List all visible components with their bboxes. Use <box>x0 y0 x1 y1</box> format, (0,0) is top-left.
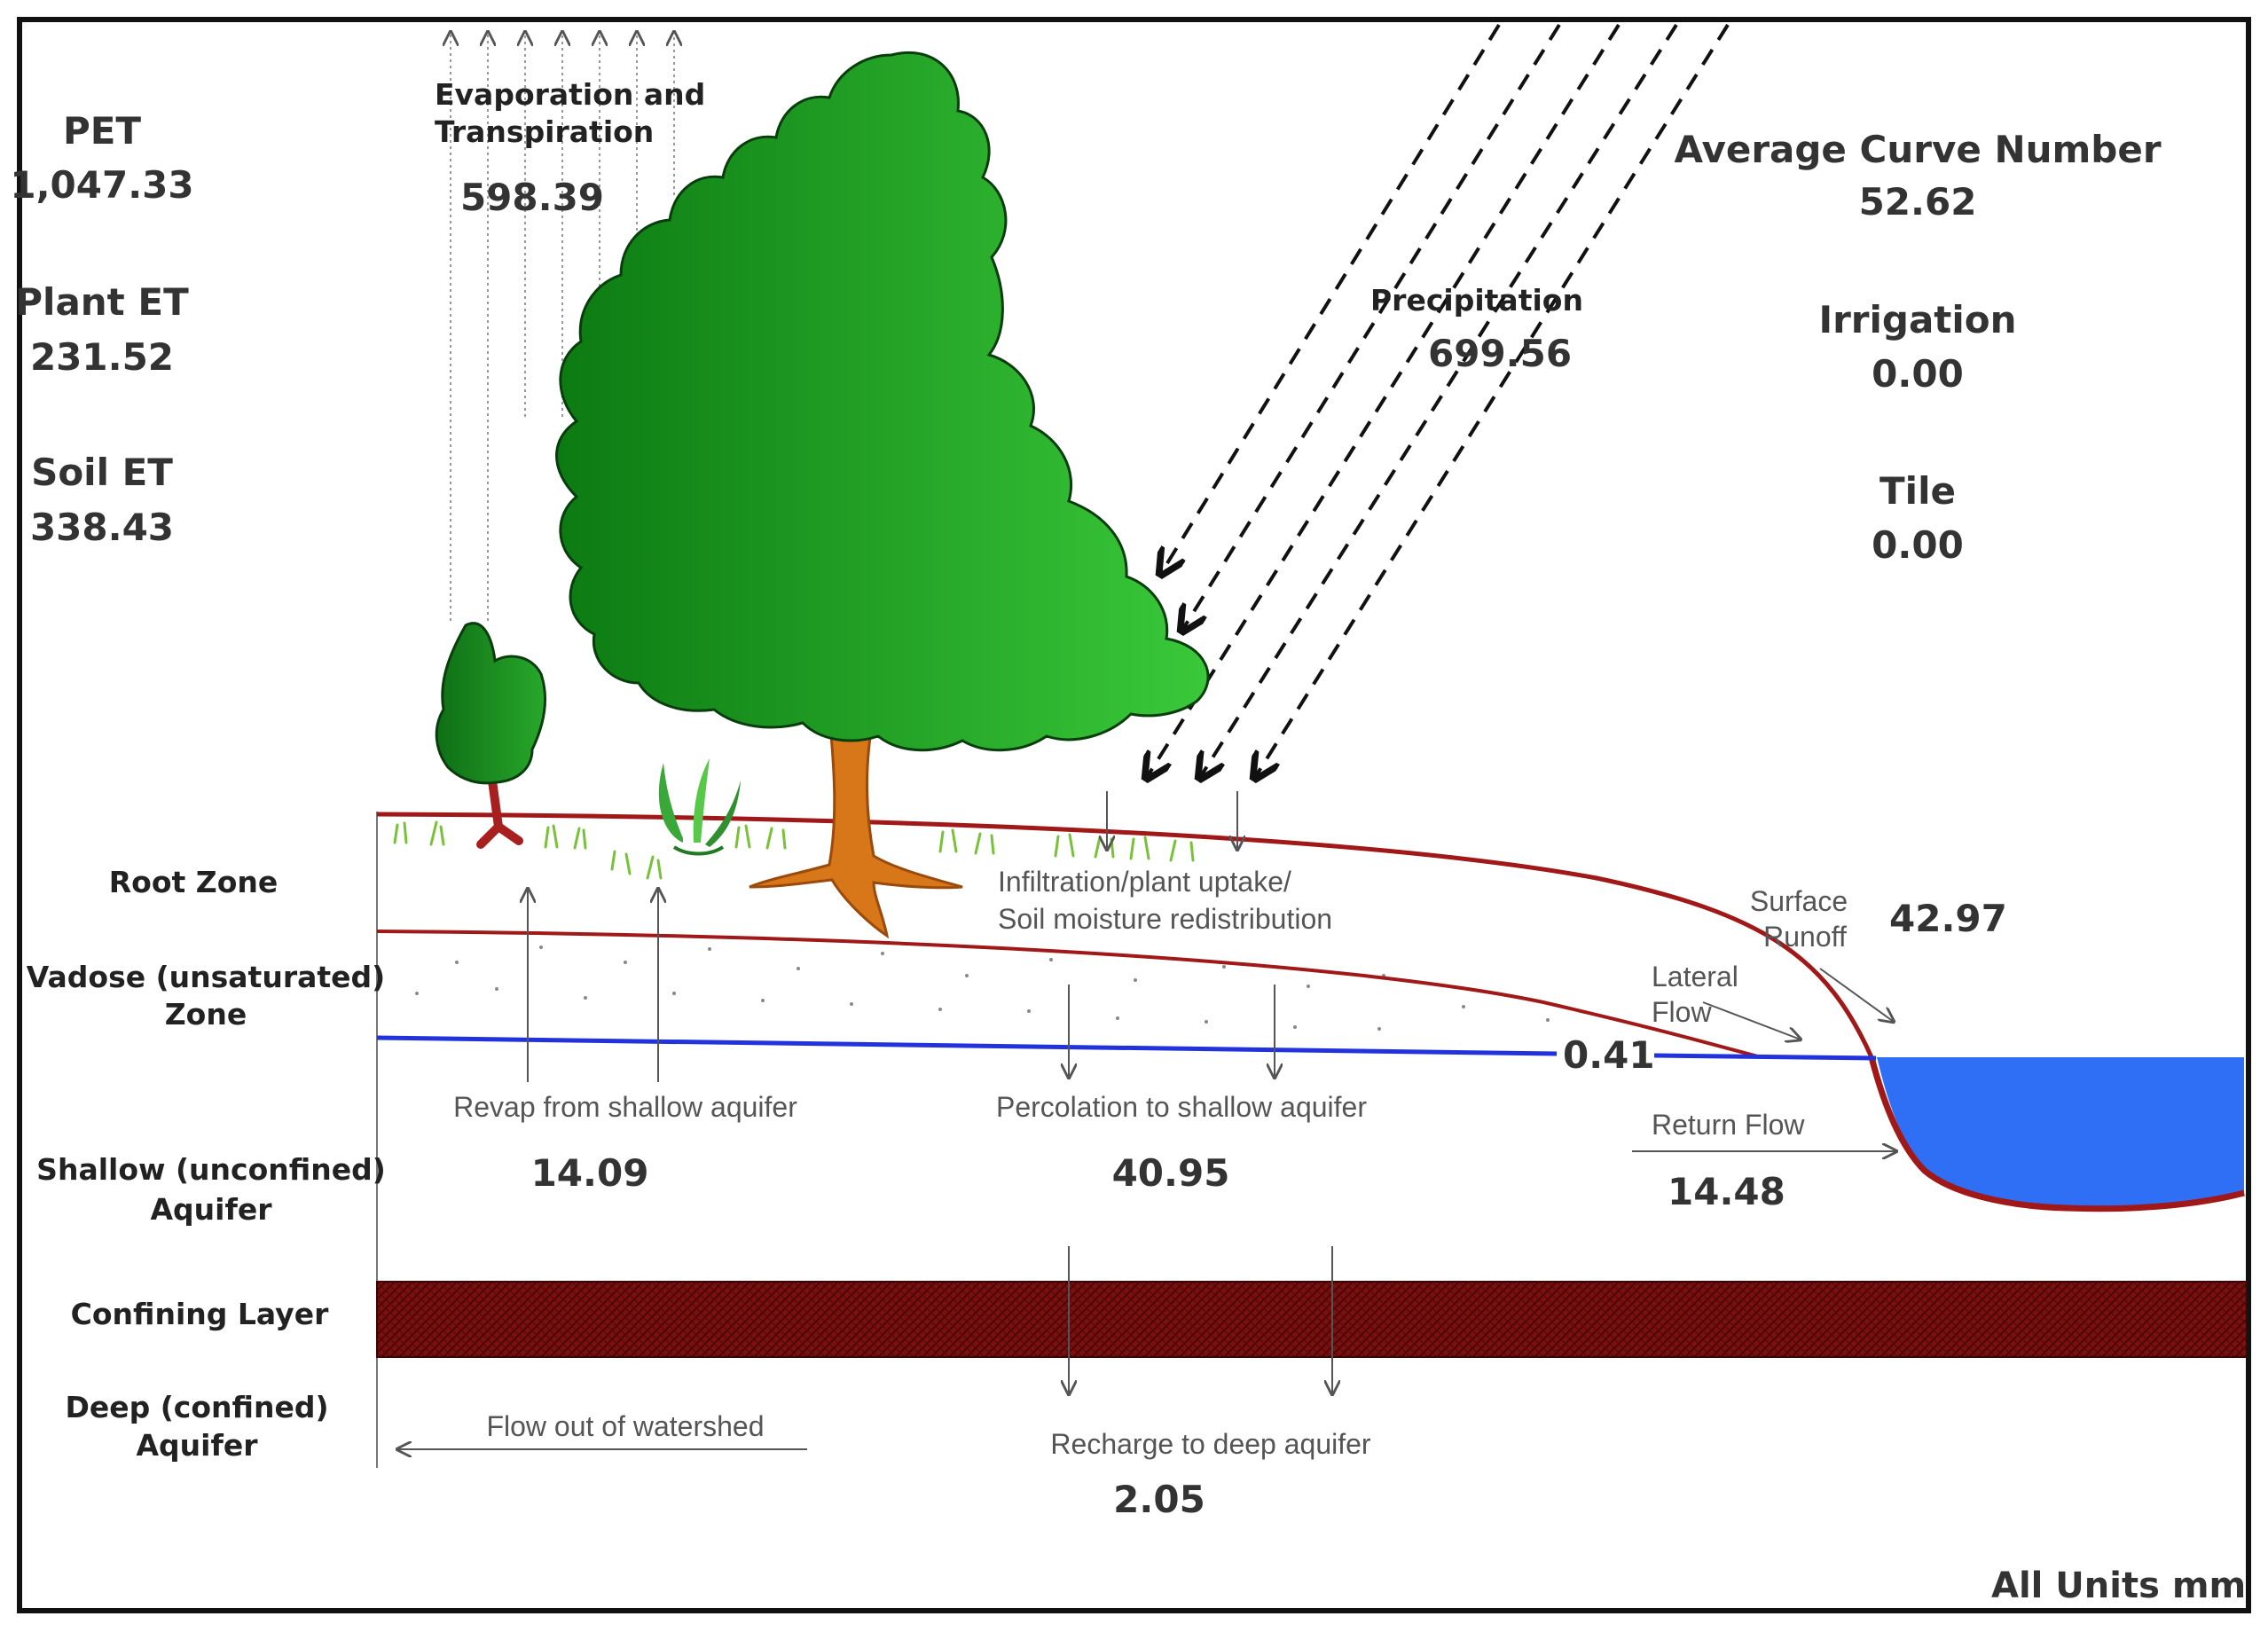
vadose-zone-label-line2: Zone <box>164 997 247 1032</box>
evaporation-arrows <box>451 32 674 621</box>
precipitation-label: Precipitation <box>1370 283 1583 318</box>
vadose-zone-label-line1: Vadose (unsaturated) <box>26 960 386 994</box>
grass <box>393 820 1195 880</box>
stream-water <box>1877 1057 2244 1211</box>
plant-et-label: Plant ET <box>15 280 189 324</box>
recharge-arrows <box>1069 1246 1332 1394</box>
evaporation-label-line2: Transpiration <box>435 114 655 149</box>
small-tree <box>435 622 547 849</box>
outer-border <box>17 17 2251 1613</box>
percolation-arrows <box>1069 985 1275 1078</box>
curve-number-label: Average Curve Number <box>1674 128 2162 171</box>
infiltration-label-line2: Soil moisture redistribution <box>998 903 1333 935</box>
root-zone-bottom-line <box>376 930 1762 1059</box>
big-tree-canopy <box>555 51 1210 752</box>
soil-et-label: Soil ET <box>31 451 173 494</box>
deep-aquifer-label-line1: Deep (confined) <box>65 1390 329 1424</box>
shallow-aquifer-label-line2: Aquifer <box>150 1192 272 1227</box>
stream-bank <box>1868 1056 2245 1212</box>
percolation-label: Percolation to shallow aquifer <box>995 1091 1368 1123</box>
shallow-aquifer-label-line1: Shallow (unconfined) <box>36 1152 386 1187</box>
pet-value: 1,047.33 <box>10 163 194 207</box>
vadose-dots <box>415 945 1550 1031</box>
surface-runoff-label-line1: Surface <box>1749 885 1848 917</box>
evaporation-label-line1: Evaporation and <box>435 77 706 112</box>
precipitation-value: 699.56 <box>1428 332 1573 375</box>
soil-surface-line <box>376 812 1874 1059</box>
surface-runoff-arrow <box>1819 968 1894 1022</box>
infiltration-label-line1: Infiltration/plant uptake/ <box>998 866 1291 898</box>
tile-label: Tile <box>1880 469 1956 513</box>
revap-value: 14.09 <box>530 1151 649 1195</box>
deep-aquifer-label-line2: Aquifer <box>136 1428 258 1463</box>
revap-arrows <box>528 889 658 1082</box>
lateral-flow-arrow <box>1702 1001 1801 1040</box>
curve-number-value: 52.62 <box>1858 180 1977 224</box>
recharge-value: 2.05 <box>1113 1478 1205 1521</box>
irrigation-label: Irrigation <box>1818 298 2017 341</box>
recharge-label: Recharge to deep aquifer <box>1050 1428 1371 1460</box>
tile-value: 0.00 <box>1872 523 1964 567</box>
confining-layer <box>376 1281 2248 1358</box>
infiltration-arrows <box>1107 791 1237 850</box>
lateral-flow-label-line1: Lateral <box>1652 961 1738 993</box>
confining-layer-label: Confining Layer <box>70 1297 329 1331</box>
pet-label: PET <box>62 109 142 153</box>
return-flow-value: 14.48 <box>1668 1170 1785 1213</box>
return-flow-label: Return Flow <box>1652 1109 1805 1141</box>
surface-runoff-label-line2: Runoff <box>1763 921 1847 953</box>
flow-out-label: Flow out of watershed <box>486 1410 765 1442</box>
water-table-right <box>1653 1053 1877 1061</box>
percolation-value: 40.95 <box>1111 1151 1230 1195</box>
root-zone-label: Root Zone <box>108 865 279 899</box>
evaporation-value: 598.39 <box>459 176 605 219</box>
precipitation-arrows <box>1146 23 1730 779</box>
lateral-flow-value: 0.41 <box>1563 1033 1655 1077</box>
lateral-flow-label-line2: Flow <box>1652 996 1712 1028</box>
water-table-left <box>376 1035 1558 1056</box>
soil-et-value: 338.43 <box>29 506 175 549</box>
revap-label: Revap from shallow aquifer <box>453 1091 797 1123</box>
irrigation-value: 0.00 <box>1872 352 1964 396</box>
small-shrub <box>658 758 741 856</box>
surface-runoff-value: 42.97 <box>1889 897 2007 940</box>
big-tree-trunk <box>749 712 963 939</box>
plant-et-value: 231.52 <box>29 335 175 379</box>
units-note: All Units mm <box>1991 1565 2247 1606</box>
